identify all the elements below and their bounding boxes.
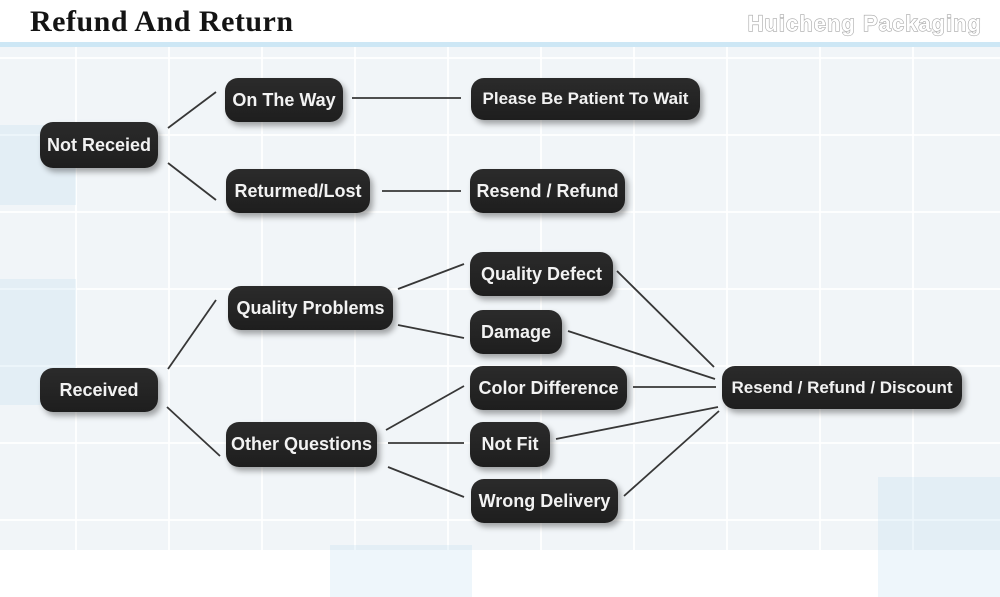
background-tile — [330, 545, 472, 597]
edge-other-questions-to-wrong-delivery — [387, 466, 465, 498]
connector-lines — [166, 91, 720, 498]
node-other-questions: Other Questions — [226, 422, 377, 467]
node-on-the-way: On The Way — [225, 78, 343, 122]
edge-not-received-to-on-the-way — [167, 91, 217, 129]
edge-damage-to-resend-refund-discount — [567, 330, 716, 380]
header-divider — [0, 42, 1000, 47]
brand-logo: Huicheng Packaging — [747, 10, 982, 36]
edge-not-fit-to-resend-refund-discount — [555, 406, 719, 440]
node-resend-refund-discount: Resend / Refund / Discount — [722, 366, 962, 409]
edge-other-questions-to-color-difference — [385, 385, 465, 431]
node-please-be-patient: Please Be Patient To Wait — [471, 78, 700, 120]
node-wrong-delivery: Wrong Delivery — [471, 479, 618, 523]
edge-received-to-quality-problems — [167, 299, 217, 370]
node-quality-defect: Quality Defect — [470, 252, 613, 296]
node-damage: Damage — [470, 310, 562, 354]
edge-quality-problems-to-damage — [397, 324, 465, 339]
page-title: Refund And Return — [30, 5, 294, 38]
node-returned-lost: Returmed/Lost — [226, 169, 370, 213]
node-not-fit: Not Fit — [470, 422, 550, 467]
header: Refund And Return Huicheng Packaging — [0, 0, 1000, 42]
edge-quality-problems-to-quality-defect — [397, 263, 465, 290]
node-quality-problems: Quality Problems — [228, 286, 393, 330]
edge-not-received-to-returned-lost — [167, 162, 217, 201]
brand-text: Huicheng Packaging — [748, 11, 982, 36]
node-received: Received — [40, 368, 158, 412]
edge-wrong-delivery-to-resend-refund-discount — [623, 410, 720, 497]
node-not-received: Not Receied — [40, 122, 158, 168]
flowchart-nodes: Not Receied On The Way Please Be Patient T… — [40, 78, 962, 523]
node-color-difference: Color Difference — [470, 366, 627, 410]
edge-received-to-other-questions — [166, 406, 221, 457]
edge-quality-defect-to-resend-refund-discount — [616, 270, 715, 368]
node-resend-refund: Resend / Refund — [470, 169, 625, 213]
